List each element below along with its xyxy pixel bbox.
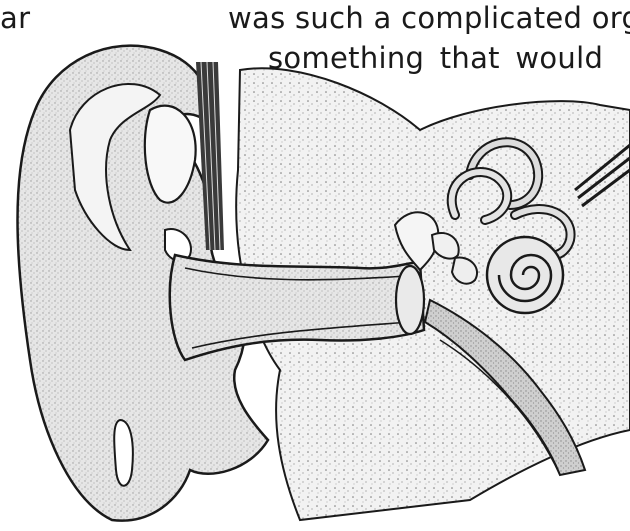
eardrum: [396, 266, 424, 334]
earlobe-slot: [114, 420, 133, 486]
body-text-line-1: was such a complicated organ: [228, 4, 630, 33]
cochlea: [487, 237, 563, 313]
text-fragment-left: ar: [0, 4, 30, 33]
body-text-line-2: something that would: [268, 44, 603, 73]
